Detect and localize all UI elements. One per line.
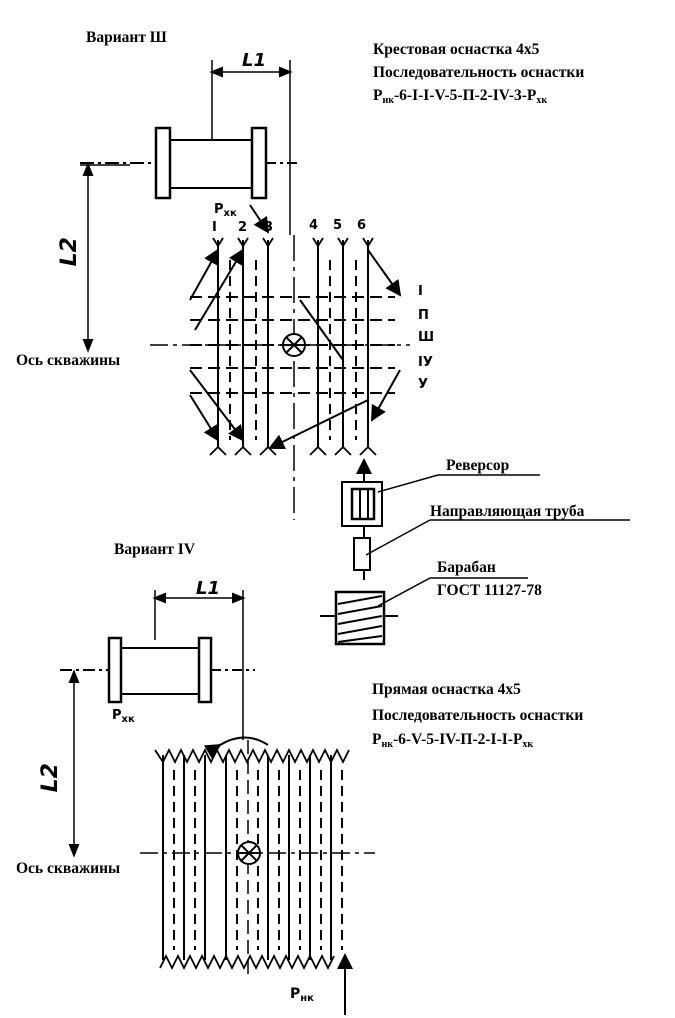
variant3-axis-label: Ось скважины: [16, 352, 121, 369]
lower-forks-bottom: [159, 953, 335, 971]
line-number-1: I: [212, 220, 217, 235]
variant3-p-label: Рхк: [214, 202, 237, 219]
variant3-heading: Крестовая оснастка 4х5: [373, 41, 540, 58]
line-number-6: 6: [357, 218, 367, 233]
variant4-sequence-heading: Последовательность оснастки: [372, 707, 584, 724]
variant4-heading: Прямая оснастка 4х5: [372, 681, 521, 698]
variant4-p-bottom-label: Рнк: [290, 986, 314, 1004]
roller-number-5: У: [418, 377, 429, 392]
variant4-p-top-label: Рхк: [112, 708, 135, 725]
variant4-axis-label: Ось скважины: [16, 860, 121, 877]
drum-unit: [320, 590, 398, 646]
reversor-unit: [341, 481, 383, 527]
variant3-drawing: [80, 60, 630, 646]
line-number-2: 2: [238, 220, 248, 235]
upper-forks-bottom: [154, 747, 350, 765]
roller-number-4: IУ: [418, 355, 433, 370]
variant3-l2-label: L2: [56, 237, 82, 267]
well-center-symbol-top: [282, 333, 306, 357]
leader-lines: [365, 474, 630, 607]
variant4-drawing: [60, 590, 375, 1015]
reversor-label: Реверсор: [446, 457, 510, 474]
roller-rows-top: [190, 296, 395, 394]
crown-block-top: [80, 126, 300, 200]
l1-dimension-bottom: [152, 590, 246, 740]
guide-pipe: [353, 537, 371, 571]
drum-standard-label: ГОСТ 11127-78: [437, 582, 542, 599]
reverse-arc-bottom: [203, 736, 269, 760]
variant4-l1-label: L1: [196, 578, 220, 599]
rope-strands-bottom: [162, 755, 343, 960]
l2-dimension-top: [80, 162, 130, 353]
l1-dimension-top: [209, 60, 293, 235]
guide-pipe-label: Направляющая труба: [430, 503, 585, 520]
variant4-title: Вариант IV: [114, 541, 196, 558]
roller-number-2: П: [418, 308, 429, 323]
roller-number-1: I: [418, 284, 423, 299]
line-number-5: 5: [333, 218, 343, 233]
roller-number-3: Ш: [418, 330, 435, 345]
variant3-l1-label: L1: [242, 50, 266, 71]
line-number-4: 4: [309, 218, 319, 233]
cross-diagonals-top: [189, 204, 402, 450]
crown-block-bottom: [60, 636, 255, 704]
lower-forks-top: [209, 445, 377, 456]
well-center-symbol-bottom: [237, 841, 261, 865]
l2-dimension-bottom: [68, 669, 80, 858]
variant3-sequence-heading: Последовательность оснастки: [373, 64, 585, 81]
variant4-l2-label: L2: [37, 763, 63, 793]
upper-forks-top: [212, 237, 374, 248]
drum-label: Барабан: [437, 559, 496, 576]
variant4-sequence: Рнк-6-V-5-IV-П-2-I-I-Рхк: [372, 731, 534, 750]
variant3-sequence: Рнк-6-I-I-V-5-П-2-IV-3-Рхк: [373, 87, 548, 106]
variant3-title: Вариант Ш: [86, 29, 167, 46]
line-number-3: 3: [264, 220, 274, 235]
